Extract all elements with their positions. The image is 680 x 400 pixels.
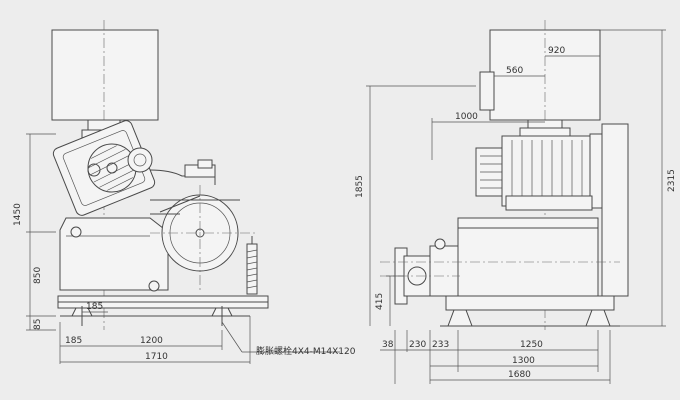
dim-left-1200: 1200 [140,336,163,346]
right-blower-unit [475,123,629,297]
dim-right-38: 38 [382,340,394,350]
left-silencer-box [51,29,159,121]
dim-right-560: 560 [506,66,523,76]
dim-left-1710: 1710 [145,352,168,362]
dim-left-85: 85 [33,319,43,330]
dim-right-415: 415 [375,293,385,310]
dim-right-2315: 2315 [667,169,677,192]
right-base-plate [445,295,615,311]
dim-right-1855: 1855 [355,175,365,198]
left-spring [246,249,258,289]
dim-right-1300: 1300 [512,356,535,366]
right-view: 1855 2315 415 920 560 1000 38 230 233 12… [355,20,677,384]
dim-right-233: 233 [432,340,449,350]
dim-right-920: 920 [548,46,565,56]
dim-left-185-bottom: 185 [65,336,82,346]
left-view: 1450 850 85 185 185 1200 1710 膨胀螺栓4X4-M1… [13,20,356,364]
left-rotor-hatch [87,143,137,193]
dim-left-185-top: 185 [86,302,103,312]
right-base-cabinet [457,217,599,297]
dim-right-1680: 1680 [508,370,531,380]
dim-left-1450: 1450 [13,203,23,226]
dim-right-1250: 1250 [520,340,543,350]
dim-left-850: 850 [33,267,43,284]
anchor-bolt-note: 膨胀螺栓4X4-M14X120 [256,345,356,357]
dim-right-230: 230 [409,340,426,350]
dim-right-1000: 1000 [455,112,478,122]
